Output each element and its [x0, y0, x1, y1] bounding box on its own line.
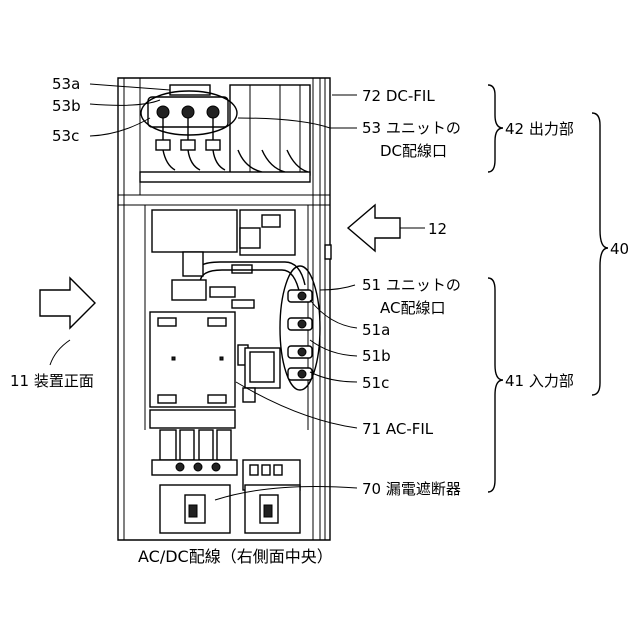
label-42-output: 42 出力部 [505, 120, 574, 138]
label-40: 40 [610, 240, 629, 258]
label-51-ac-wiring: AC配線口 [380, 299, 445, 317]
label-11-front: 11 装置正面 [10, 372, 94, 390]
label-51b: 51b [362, 347, 391, 365]
label-53-unit: 53 ユニットの [362, 119, 461, 137]
caption: AC/DC配線（右側面中央） [138, 547, 333, 566]
label-53a: 53a [52, 75, 80, 93]
label-51c: 51c [362, 374, 389, 392]
dc-port-2 [182, 106, 194, 118]
bracket-41 [488, 278, 503, 492]
label-70-breaker: 70 漏電遮断器 [362, 480, 461, 498]
dc-port-1 [157, 106, 169, 118]
dc-fil-housing [230, 85, 310, 175]
label-12: 12 [428, 220, 447, 238]
breaker-section [152, 430, 300, 533]
middle-section [152, 210, 305, 308]
bracket-42 [488, 85, 503, 172]
side-arrow-icon [348, 205, 400, 251]
terminal-strip-53a [170, 85, 210, 95]
label-72-dc-fil: 72 DC-FIL [362, 87, 435, 105]
ac-wiring-port [280, 245, 331, 390]
ac-fil [150, 312, 280, 428]
label-51-unit: 51 ユニットの [362, 276, 461, 294]
label-51a: 51a [362, 321, 390, 339]
label-53-dc-wiring: DC配線口 [380, 142, 447, 160]
bracket-40 [592, 113, 608, 395]
output-busbar [140, 172, 310, 182]
label-53b: 53b [52, 97, 81, 115]
front-arrow-icon [40, 278, 95, 328]
label-41-input: 41 入力部 [505, 372, 574, 390]
label-71-ac-fil: 71 AC-FIL [362, 420, 434, 438]
label-53c: 53c [52, 127, 79, 145]
dc-port-3 [207, 106, 219, 118]
output-section [140, 85, 310, 182]
